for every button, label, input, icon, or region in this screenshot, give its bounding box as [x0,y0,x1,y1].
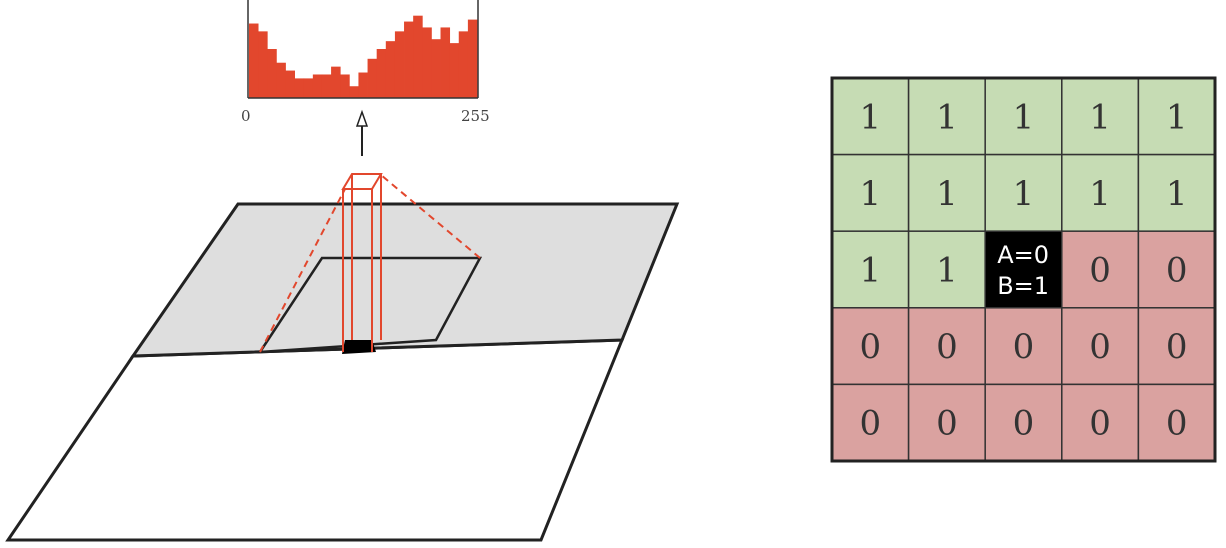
grid-cell [984,383,1063,462]
grid-cell-value: 1 [859,251,881,291]
histogram-bar [249,23,259,98]
arrow-up-icon [355,109,369,156]
center-pixel [342,340,376,354]
histogram-bar [285,70,295,98]
histogram-bar [312,74,323,98]
grid-cell-value: 0 [1166,327,1188,367]
histogram-bar [358,72,368,98]
pixel-column [341,173,383,352]
grid-cell-value: 1 [1166,174,1188,214]
grid-cell [1061,230,1140,309]
grid-cell [831,383,910,462]
histogram-bar [331,66,341,98]
grid-cell-value: 1 [1089,97,1111,137]
grid-cell [1061,383,1140,462]
grid-cell [984,307,1063,386]
grid-cell [984,77,1063,156]
grid-cell-value: 1 [859,97,881,137]
histogram-bar [267,49,277,98]
grid-cell-value: 1 [1089,174,1111,214]
neighborhood-region [257,256,483,354]
projection-line-left [259,188,346,353]
histogram-bar [321,74,332,98]
grid-cell-value: 1 [936,174,958,214]
grid-cell [1137,307,1216,386]
grid-cell-value: 1 [1013,97,1035,137]
histogram-bar [258,31,268,98]
grid-cell-value: 1 [1166,97,1188,137]
histogram-bar [422,27,432,98]
grid-cell [907,230,986,309]
grid-cell [1137,230,1216,309]
grid-cell-value: 0 [1089,251,1111,291]
center-label-a: A=0 [997,241,1049,269]
histogram-bar [276,62,286,98]
histogram-bar [303,78,314,98]
grid-cell-value: 0 [936,327,958,367]
grid-cell [1061,153,1140,232]
center-label-b: B=1 [997,272,1049,300]
grid-cell [1061,77,1140,156]
grid-cell-value: 0 [1166,251,1188,291]
grid-cell-value: 1 [936,251,958,291]
histogram-bar [467,19,478,99]
histogram-bar [413,15,423,98]
projection-line-right [380,174,481,259]
grid-cell [984,153,1063,232]
histogram-bar [367,58,378,98]
grid-cell [831,230,910,309]
grid-cell-value: 0 [1166,404,1188,444]
grid-cell-value: 1 [1013,174,1035,214]
grid-cell-value: 0 [936,404,958,444]
histogram-bar [349,86,359,98]
histogram-bar [394,31,405,98]
histogram-bar [431,39,441,98]
histogram: 0 255 [241,0,490,125]
grid-cell [1061,307,1140,386]
histogram-bar [294,78,305,98]
histogram-bar [385,41,396,98]
histogram-bar [404,21,414,99]
grid-cell [907,307,986,386]
grid-cell-value: 0 [1013,327,1035,367]
histogram-min-label: 0 [241,107,251,125]
grid-cell-value: 0 [1089,404,1111,444]
grid-center-cell [984,230,1063,309]
grid-cell-value: 0 [859,404,881,444]
histogram-max-label: 255 [461,107,490,125]
grid-cell-value: 1 [859,174,881,214]
histogram-bars [249,15,478,99]
histogram-bar [340,74,350,98]
grid-cell-value: 1 [936,97,958,137]
histogram-bar [449,43,460,98]
grid-border [830,76,1217,463]
grid-cell-value: 0 [859,327,881,367]
histogram-bar [458,31,469,98]
grid-cell-value: 0 [1089,327,1111,367]
image-plane-illustration [5,109,680,542]
histogram-bar [440,27,451,98]
grid-cell-value: 0 [1013,404,1035,444]
image-plane-lower [5,338,625,542]
histogram-bar [376,49,387,98]
